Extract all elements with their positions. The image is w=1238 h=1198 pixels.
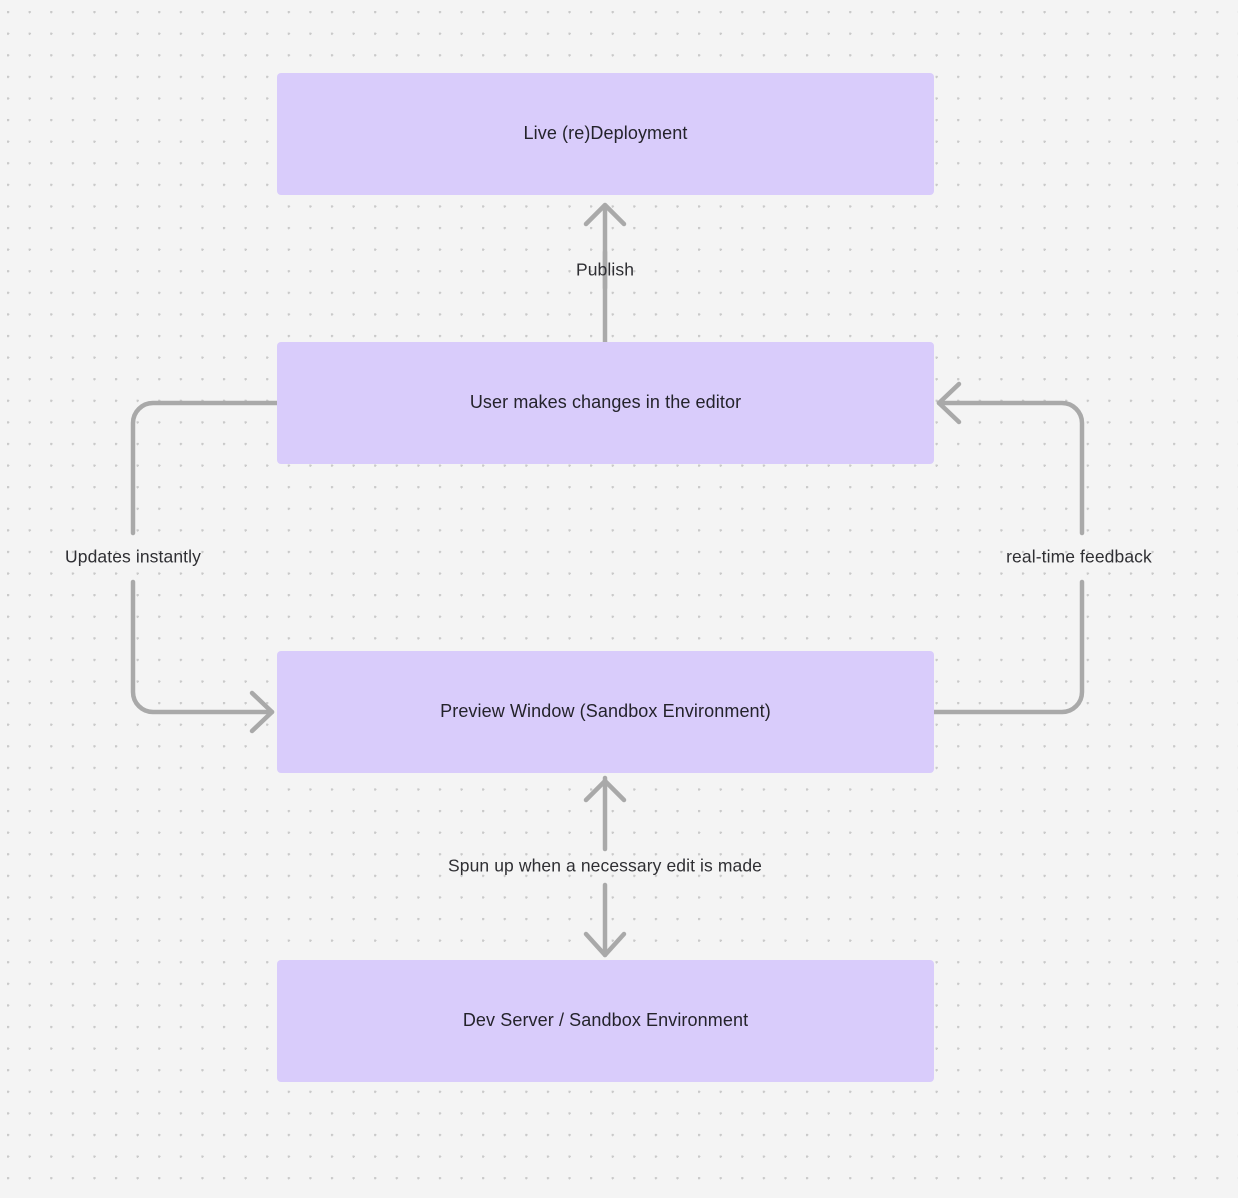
arrowhead-right-icon (249, 690, 275, 734)
arrowhead-up-icon (583, 778, 627, 803)
node-dev-server[interactable]: Dev Server / Sandbox Environment (277, 960, 934, 1082)
edge-label-publish: Publish (575, 259, 635, 280)
node-preview-window[interactable]: Preview Window (Sandbox Environment) (277, 651, 934, 773)
edge-label-real-time-feedback: real-time feedback (1006, 546, 1152, 567)
node-user-edits[interactable]: User makes changes in the editor (277, 342, 934, 464)
arrowhead-down-icon (583, 931, 627, 958)
node-dev-server-label: Dev Server / Sandbox Environment (462, 1010, 749, 1031)
edge-updates-instantly (130, 400, 280, 734)
edge-label-updates-instantly: Updates instantly (65, 546, 201, 567)
arrowhead-up-icon (583, 202, 627, 227)
node-live-deployment[interactable]: Live (re)Deployment (277, 73, 934, 195)
node-user-edits-label: User makes changes in the editor (469, 392, 742, 413)
node-live-deployment-label: Live (re)Deployment (523, 123, 688, 144)
node-preview-window-label: Preview Window (Sandbox Environment) (440, 701, 771, 722)
arrowhead-left-icon (936, 381, 962, 425)
edge-label-spun-up: Spun up when a necessary edit is made (447, 855, 763, 876)
